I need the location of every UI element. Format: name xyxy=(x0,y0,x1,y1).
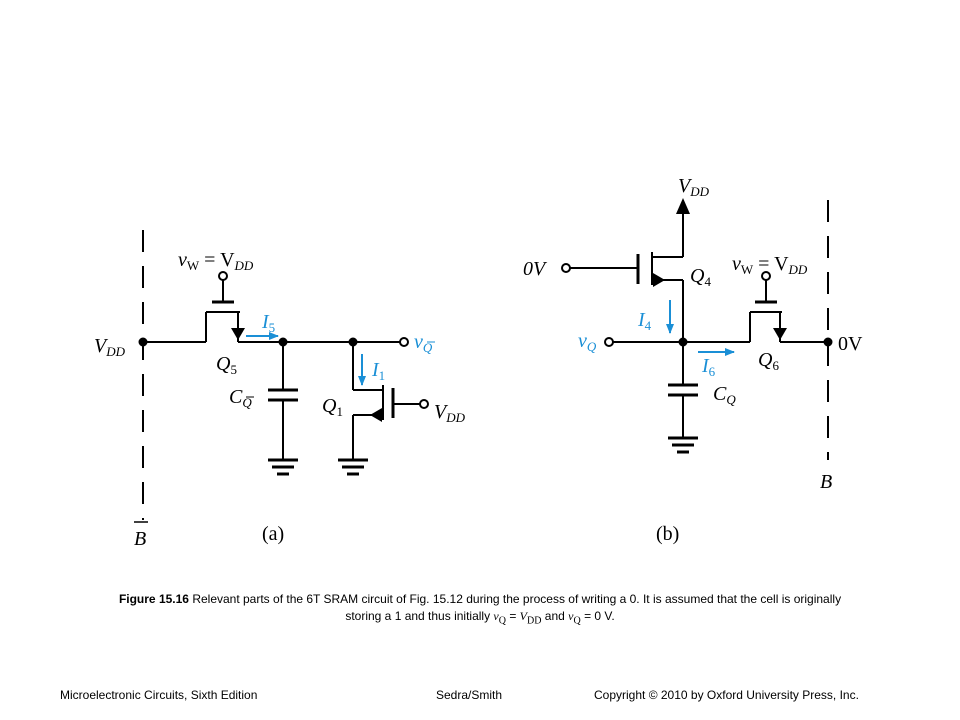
sram-write-diagram: vW = VDD VDD Q5 CQ Q1 VDD B I5 vQ I1 (a) xyxy=(94,175,863,550)
vdd-top-label: VDD xyxy=(678,175,710,199)
caption-line-1: Figure 15.16 Relevant parts of the 6T SR… xyxy=(60,591,900,608)
q6-arrow xyxy=(773,328,787,340)
figure-label: Figure 15.16 xyxy=(118,592,189,606)
vdd-supply-arrow xyxy=(676,198,690,214)
q4-arrow xyxy=(653,273,665,287)
cq-label: CQ xyxy=(713,383,736,407)
i6-label: I6 xyxy=(701,355,716,379)
q4-label: Q4 xyxy=(690,265,711,289)
q4-gate-terminal xyxy=(561,263,571,273)
q1-gate-terminal xyxy=(419,399,429,409)
q1-arrow xyxy=(370,408,382,422)
cq-bar-label: CQ xyxy=(229,386,252,410)
i4-label: I4 xyxy=(637,309,652,333)
i5-label: I5 xyxy=(261,311,275,335)
panel-b xyxy=(561,198,833,460)
vq-label: vQ xyxy=(578,330,597,354)
vq-bar-label: vQ xyxy=(414,331,433,355)
gate-vdd-label: VDD xyxy=(434,401,466,425)
q5-gate-terminal xyxy=(218,271,228,281)
word-line-label-a: vW = VDD xyxy=(178,249,254,273)
vq-terminal xyxy=(604,337,614,347)
vq-bar-terminal xyxy=(399,337,409,347)
footer-copyright: Copyright © 2010 by Oxford University Pr… xyxy=(594,688,859,702)
node-0v-label: 0V xyxy=(838,333,863,355)
vdd-left-label: VDD xyxy=(94,335,126,359)
caption-text-1: Relevant parts of the 6T SRAM circuit of… xyxy=(192,592,842,606)
q5-arrow xyxy=(231,328,245,340)
panel-b-label: (b) xyxy=(656,523,679,545)
panel-a-label: (a) xyxy=(262,523,284,545)
caption-line-2: storing a 1 and thus initially vQ = VDD … xyxy=(345,609,615,627)
q6-label: Q6 xyxy=(758,349,779,373)
i1-label: I1 xyxy=(371,359,385,383)
q6-gate-terminal xyxy=(761,271,771,281)
q5-label: Q5 xyxy=(216,353,237,377)
footer-authors: Sedra/Smith xyxy=(436,688,503,702)
bitline-bar-b-label: B xyxy=(134,528,146,550)
footer-book-title: Microelectronic Circuits, Sixth Edition xyxy=(60,688,258,702)
figure-caption: Figure 15.16 Relevant parts of the 6T SR… xyxy=(60,591,900,629)
panel-a xyxy=(138,230,429,520)
word-line-label-b: vW = VDD xyxy=(732,253,808,277)
bitline-b-label: B xyxy=(820,471,832,493)
gate-0v-label: 0V xyxy=(523,258,548,280)
q1-label: Q1 xyxy=(322,395,343,419)
